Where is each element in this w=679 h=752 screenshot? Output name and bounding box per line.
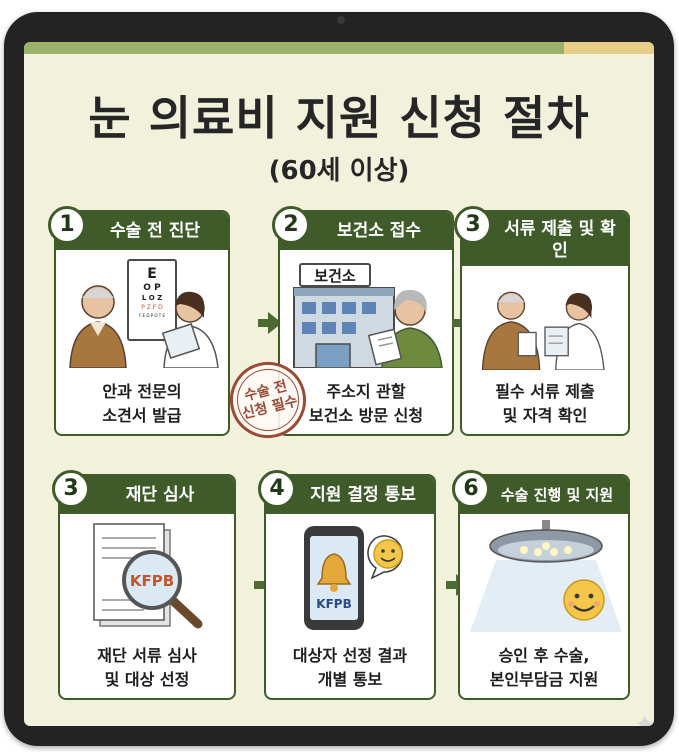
page-subtitle: (60세 이상) [268,156,410,186]
step-number: 3 [454,206,492,244]
step-card-2: 2 보건소 접수 보건소 [272,206,454,436]
step-title: 재단 심사 [125,485,195,505]
step-card-6: 6 수술 진행 및 지원 승인 후 수술, 본인부담금 지원 [452,470,630,700]
step-title: 수술 진행 및 지원 [500,486,614,504]
step-description: 안과 전문의 소견서 발급 [102,382,182,425]
step-number: 6 [452,470,490,508]
step-description: 대상자 선정 결과 개별 통보 [292,646,408,689]
step-description: 재단 서류 심사 및 대상 선정 [97,646,197,689]
tablet-frame: 눈 의료비 지원 신청 절차 (60세 이상) 1 수술 전 진단 E O P … [4,12,674,746]
step-description: 주소지 관할 보건소 방문 신청 [308,382,424,425]
health-center-sign: 보건소 [314,267,356,285]
step-number: 3 [52,470,90,508]
step-title: 수술 전 진단 [109,221,201,241]
step-number: 4 [258,470,296,508]
eye-chart-row: E [147,266,157,282]
step-card-3: 3 서류 제출 및 확인 필수 서류 제출 및 자격 확인 [454,206,630,436]
step-title: 서류 제출 및 확인 [504,219,616,261]
eye-chart-row: O P [143,283,161,293]
surgery-light-illustration [470,520,622,632]
step-title: 지원 결정 통보 [310,485,416,505]
eye-chart-row: L O Z [142,294,162,302]
document-review-illustration [481,291,605,370]
step-card-5: 4 지원 결정 통보 KFPB 대상자 선정 결과 개별 통보 [258,470,436,700]
eye-chart-row: P Z F D [141,304,163,311]
eye-chart-row: F E D P O T E [139,313,166,318]
step-card-1: 1 수술 전 진단 E O P L O Z P Z F D F E D P O … [48,206,230,436]
doctor-eye-exam-illustration: E O P L O Z P Z F D F E D P O T E [69,259,219,368]
top-color-bar [24,42,654,54]
step-number: 2 [272,206,310,244]
document-magnifier-illustration: KFPB [93,523,203,629]
infographic-screen: 눈 의료비 지원 신청 절차 (60세 이상) 1 수술 전 진단 E O P … [24,42,654,726]
phone-notification-illustration: KFPB [304,526,403,630]
health-center-illustration: 보건소 [293,263,443,368]
sparkle-icon: ✦ [634,710,654,726]
step-title: 보건소 접수 [336,221,422,241]
kfpb-logo-text: KFPB [130,572,174,590]
page-title: 눈 의료비 지원 신청 절차 [88,91,590,145]
kfpb-logo-text: KFPB [316,597,351,611]
step-description: 승인 후 수술, 본인부담금 지원 [489,646,599,689]
camera-dot [337,16,345,24]
step-number: 1 [48,206,86,244]
step-card-4: 3 재단 심사 KFPB 재단 서류 심사 및 대상 선정 [52,470,236,700]
step-description: 필수 서류 제출 및 자격 확인 [495,382,595,425]
